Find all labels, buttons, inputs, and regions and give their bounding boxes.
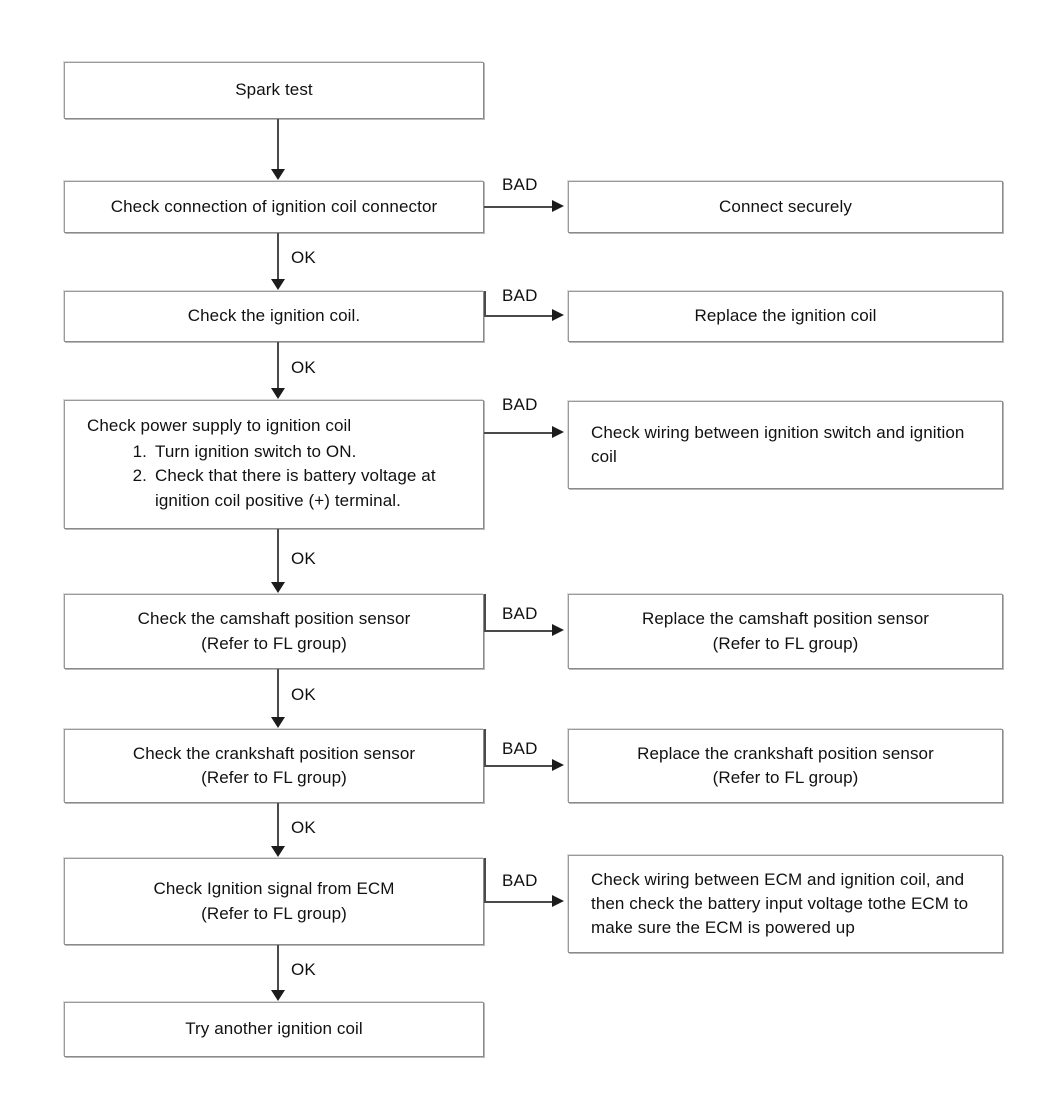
node-label: Check wiring between ignition switch and… <box>591 422 965 466</box>
node-check-wiring-ignition-switch[interactable]: Check wiring between ignition switch and… <box>568 401 1003 489</box>
edge-label-ok: OK <box>291 358 316 377</box>
node-check-ignition-signal-from-ecm[interactable]: Check Ignition signal from ECM (Refer to… <box>64 858 484 945</box>
node-heading: Check power supply to ignition coil <box>87 416 352 435</box>
arrowhead-down-icon <box>271 582 285 593</box>
node-label: Check the camshaft position sensor (Refe… <box>137 609 411 653</box>
node-label: Check Ignition signal from ECM (Refer to… <box>153 879 395 923</box>
edge-label-bad: BAD <box>502 604 538 623</box>
edge-label-ok: OK <box>291 818 316 837</box>
node-check-wiring-ecm[interactable]: Check wiring between ECM and ignition co… <box>568 855 1003 953</box>
procedure-step: 2. Check that there is battery voltage at… <box>129 464 467 513</box>
edge-label-bad: BAD <box>502 395 538 414</box>
node-label: Replace the camshaft position sensor (Re… <box>641 609 930 653</box>
arrowhead-right-icon <box>552 309 564 321</box>
edge-label-bad: BAD <box>502 175 538 194</box>
arrowhead-right-icon <box>552 426 564 438</box>
arrowhead-right-icon <box>552 759 564 771</box>
node-check-camshaft-position-sensor[interactable]: Check the camshaft position sensor (Refe… <box>64 594 484 669</box>
connector-check-cam-to-replace-cam <box>484 630 554 632</box>
step-number: 1. <box>132 441 147 461</box>
edge-label-ok: OK <box>291 248 316 267</box>
edge-label-bad: BAD <box>502 286 538 305</box>
node-label: Replace the ignition coil <box>694 306 877 326</box>
node-label: Check wiring between ECM and ignition co… <box>591 869 969 938</box>
arrowhead-right-icon <box>552 624 564 636</box>
arrowhead-down-icon <box>271 279 285 290</box>
arrowhead-right-icon <box>552 200 564 212</box>
connector-check-connector-to-check-coil <box>277 233 279 280</box>
node-connect-securely[interactable]: Connect securely <box>568 181 1003 233</box>
procedure-step: 1. Turn ignition switch to ON. <box>129 440 467 465</box>
node-replace-camshaft-position-sensor[interactable]: Replace the camshaft position sensor (Re… <box>568 594 1003 669</box>
edge-label-ok: OK <box>291 549 316 568</box>
node-check-ignition-coil-connector[interactable]: Check connection of ignition coil connec… <box>64 181 484 233</box>
arrowhead-down-icon <box>271 846 285 857</box>
connector-check-connector-to-connect-securely <box>484 206 554 208</box>
node-replace-crankshaft-position-sensor[interactable]: Replace the crankshaft position sensor (… <box>568 729 1003 803</box>
node-try-another-ignition-coil[interactable]: Try another ignition coil <box>64 1002 484 1057</box>
connector-elbow-check-coil <box>484 291 486 316</box>
arrowhead-down-icon <box>271 388 285 399</box>
connector-check-ecm-to-try-another <box>277 945 279 991</box>
node-check-the-ignition-coil[interactable]: Check the ignition coil. <box>64 291 484 342</box>
connector-elbow-check-ecm <box>484 858 486 902</box>
arrowhead-down-icon <box>271 717 285 728</box>
node-replace-the-ignition-coil[interactable]: Replace the ignition coil <box>568 291 1003 342</box>
node-label: Try another ignition coil <box>185 1019 363 1039</box>
connector-check-power-to-check-wiring-switch <box>484 432 554 434</box>
connector-check-power-to-check-cam <box>277 529 279 583</box>
node-label: Check the crankshaft position sensor (Re… <box>132 743 416 787</box>
node-label: Check the ignition coil. <box>187 306 361 326</box>
connector-start-to-check-connector <box>277 119 279 170</box>
node-label: Replace the crankshaft position sensor (… <box>637 743 934 787</box>
procedure-step-list: 1. Turn ignition switch to ON. 2. Check th… <box>87 440 467 514</box>
arrowhead-right-icon <box>552 895 564 907</box>
node-label: Connect securely <box>719 196 852 216</box>
edge-label-ok: OK <box>291 960 316 979</box>
step-number: 2. <box>132 466 147 486</box>
connector-check-crank-to-check-ecm <box>277 803 279 847</box>
node-label: Spark test <box>235 80 313 100</box>
connector-check-coil-to-check-power <box>277 342 279 389</box>
edge-label-ok: OK <box>291 685 316 704</box>
connector-check-cam-to-check-crank <box>277 669 279 718</box>
edge-label-bad: BAD <box>502 739 538 758</box>
node-label: Check connection of ignition coil connec… <box>110 196 438 216</box>
connector-elbow-check-cam <box>484 594 486 631</box>
step-text: Turn ignition switch to ON. <box>155 441 357 461</box>
node-check-crankshaft-position-sensor[interactable]: Check the crankshaft position sensor (Re… <box>64 729 484 803</box>
step-text: Check that there is battery voltage at i… <box>155 466 436 510</box>
connector-check-crank-to-replace-crank <box>484 765 554 767</box>
node-check-power-supply[interactable]: Check power supply to ignition coil 1. Tu… <box>64 400 484 529</box>
edge-label-bad: BAD <box>502 871 538 890</box>
arrowhead-down-icon <box>271 169 285 180</box>
node-spark-test[interactable]: Spark test <box>64 62 484 119</box>
arrowhead-down-icon <box>271 990 285 1001</box>
connector-elbow-check-crank <box>484 729 486 766</box>
connector-check-coil-to-replace-coil <box>484 315 554 317</box>
connector-check-ecm-to-check-wiring-ecm <box>484 901 554 903</box>
